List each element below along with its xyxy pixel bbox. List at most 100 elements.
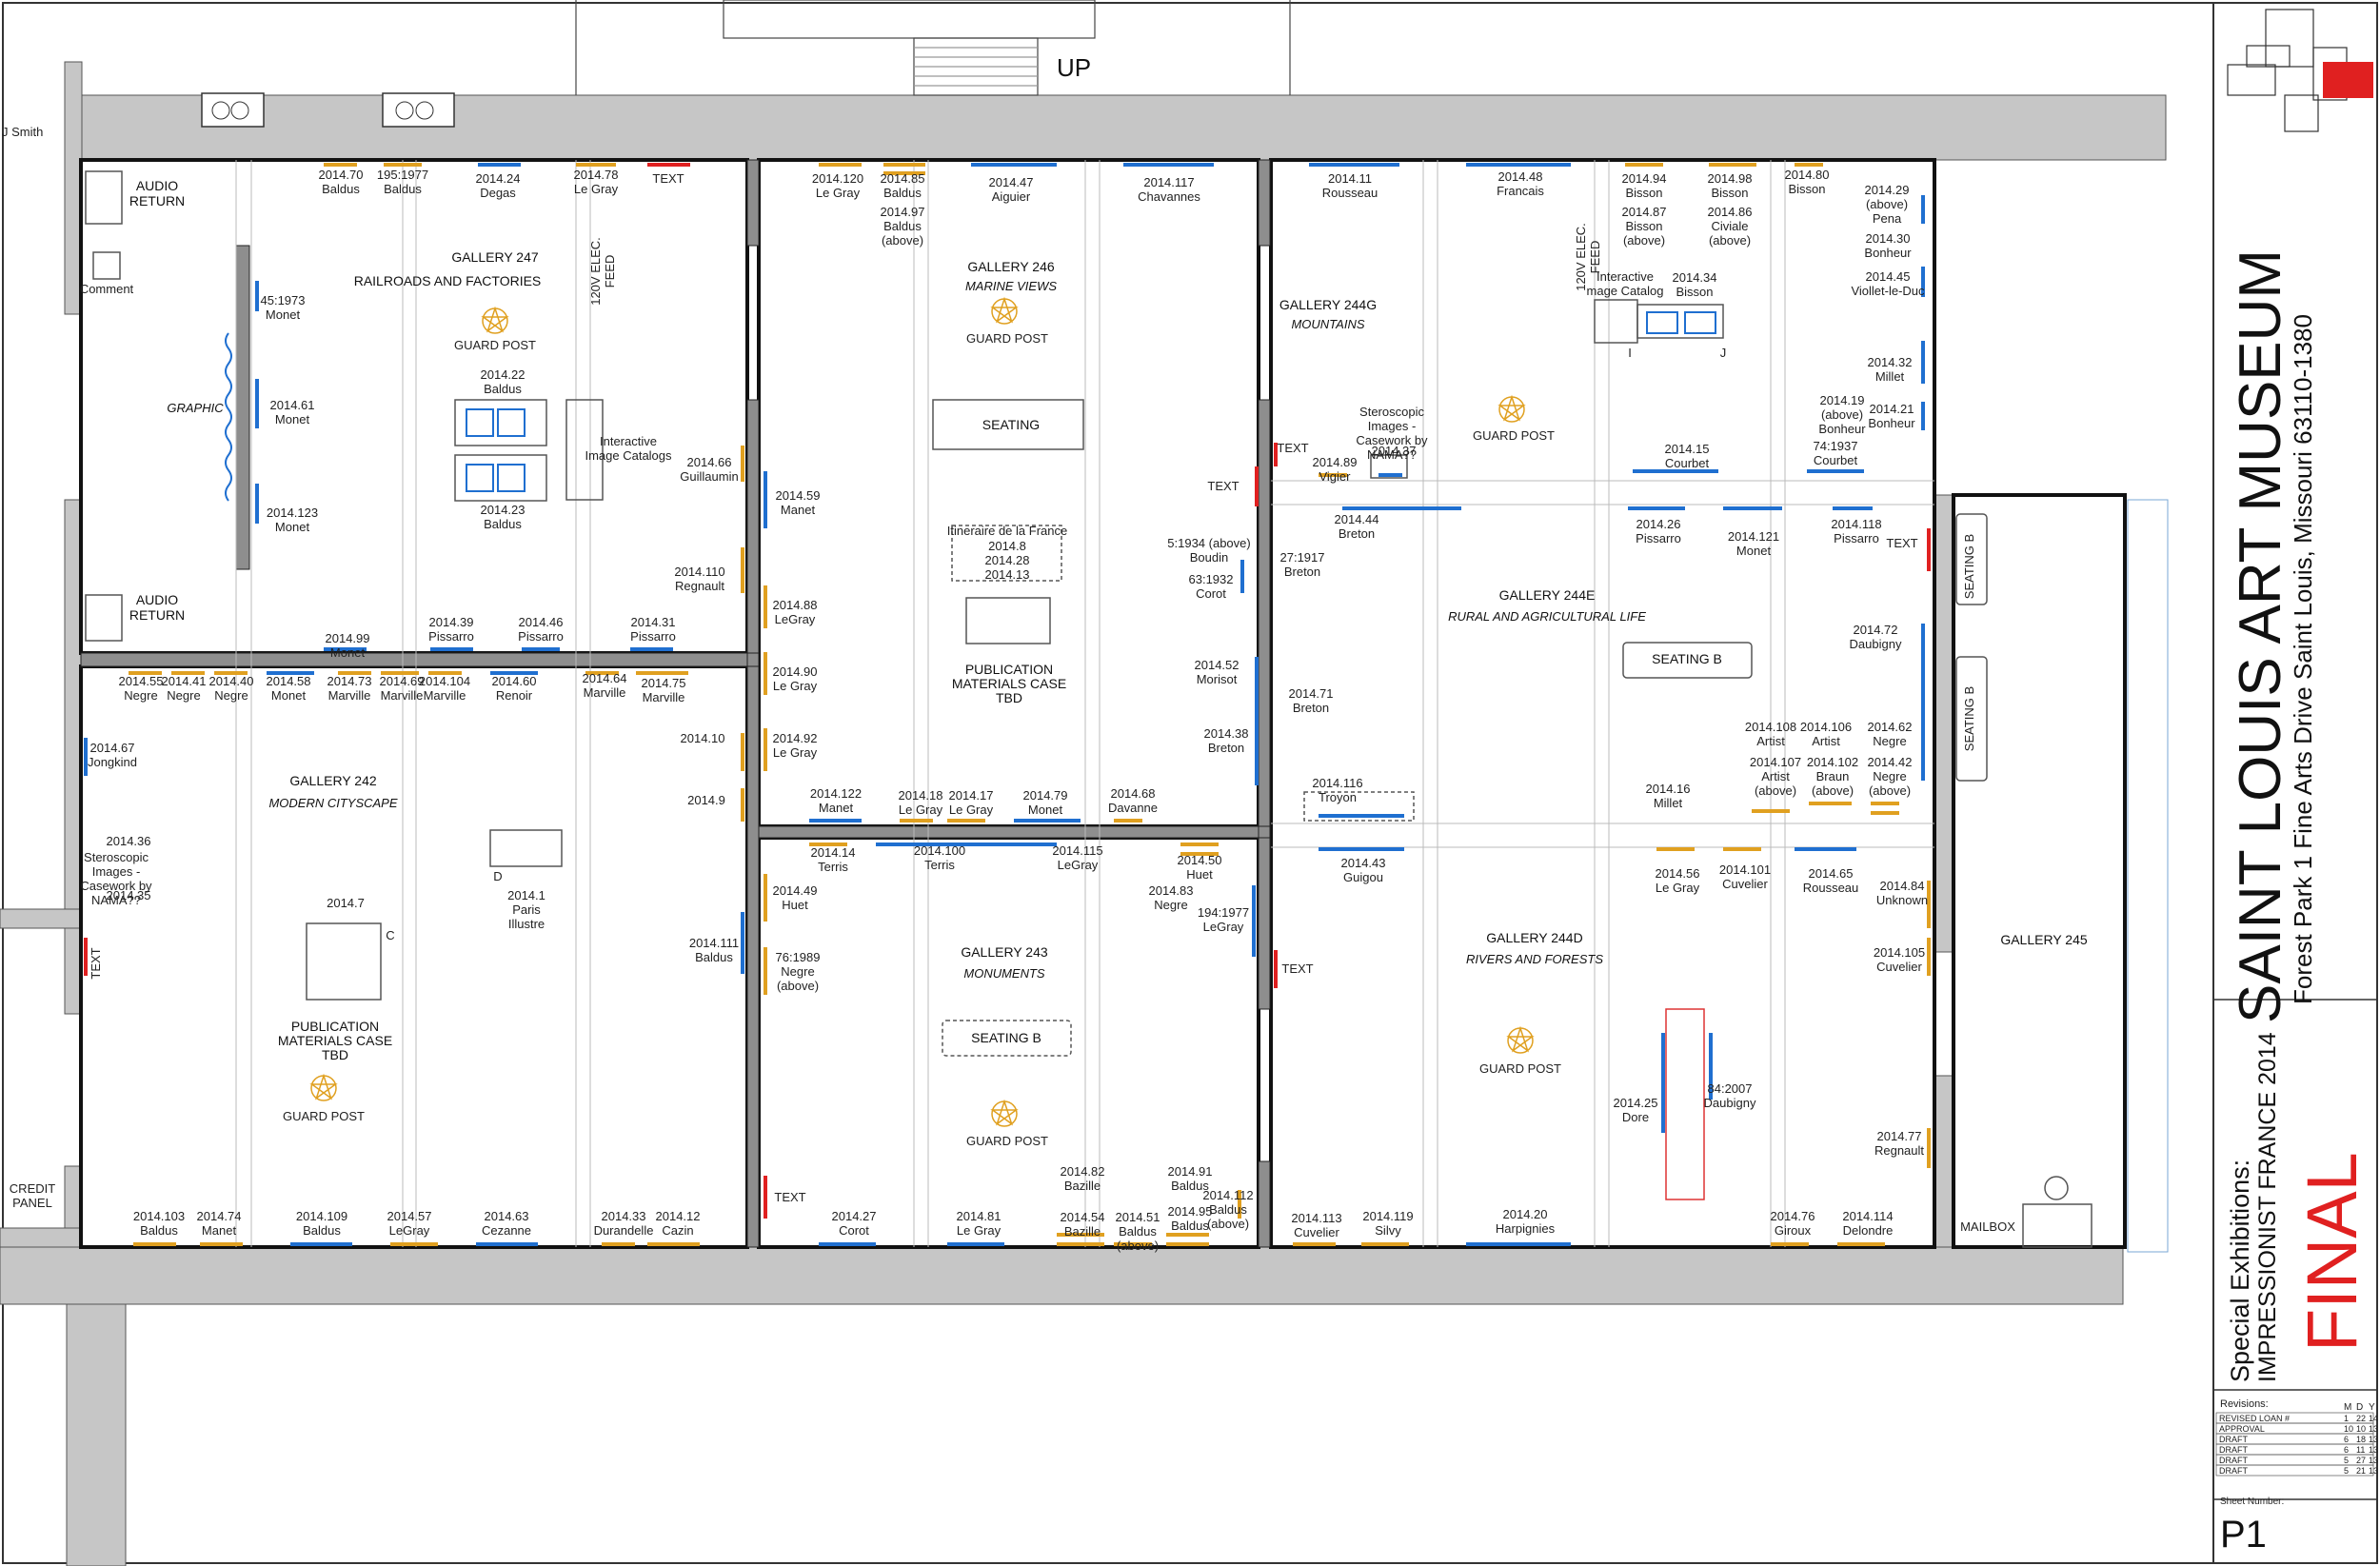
stairs-up-label: UP (1057, 53, 1091, 82)
wall-mark (1625, 163, 1663, 167)
wall-mark (1114, 1242, 1152, 1246)
elec-feed-label: 120V ELEC.FEED (588, 237, 617, 306)
wall-mark (1628, 506, 1685, 510)
wall-mark (428, 671, 462, 675)
guard-post-label: GUARD POST (966, 1134, 1048, 1148)
audio-return-label: AUDIO (136, 178, 178, 193)
title-block: SAINT LOUIS ART MUSEUM Forest Park 1 Fin… (2213, 9, 2378, 1556)
guard-post-icon (990, 296, 1019, 324)
wall-mark (255, 379, 259, 428)
wall-mark (1255, 657, 1259, 752)
wall-mark (1180, 852, 1219, 856)
wall-mark (764, 728, 767, 771)
exhibit-line-1: Special Exhibitions: (2226, 1160, 2254, 1382)
wall-mark (1921, 267, 1925, 297)
wall-mark (476, 1242, 538, 1246)
wall-mark (1921, 402, 1925, 430)
revision-row (2215, 1464, 2374, 1477)
wall-mark (1166, 1233, 1209, 1237)
wall-mark (1293, 1242, 1336, 1246)
gallery-subtitle: MOUNTAINS (1291, 317, 1364, 331)
guard-post-label: GUARD POST (283, 1109, 365, 1123)
wall-mark (1927, 938, 1931, 976)
revision-cell: 11 (2356, 1445, 2365, 1455)
seating-label: SEATING (982, 417, 1040, 432)
seating-b-label: SEATING B (1962, 686, 1976, 751)
key-plan-highlight (2323, 62, 2373, 98)
wall-mark (602, 1242, 635, 1246)
wall-mark (490, 671, 538, 675)
wall-mark (133, 1242, 176, 1246)
wall-mark (1274, 950, 1278, 988)
wall-mark (1656, 847, 1695, 851)
text-label: TEXT (1886, 536, 1917, 550)
gallery-name: GALLERY 244D (1486, 930, 1582, 945)
itineraire-id: 2014.28 (985, 553, 1030, 567)
wall-mark (947, 819, 985, 823)
revision-cell: 13 (2369, 1435, 2378, 1444)
wall-mark (1927, 1128, 1931, 1168)
gallery-subtitle: RAILROADS AND FACTORIES (354, 273, 542, 288)
revision-cell: 13 (2369, 1456, 2378, 1465)
display-case (466, 464, 494, 492)
guard-post-label: GUARD POST (1479, 1061, 1561, 1076)
wall-mark (876, 842, 1057, 846)
wall-mark (1361, 1242, 1409, 1246)
revision-cell: 13 (2369, 1466, 2378, 1476)
wall-mark (1240, 560, 1244, 593)
wall-mark (1114, 819, 1142, 823)
wall-mark (384, 163, 422, 167)
revision-cell: 10 (2356, 1424, 2366, 1434)
text-label: TEXT (89, 947, 103, 979)
museum-address: Forest Park 1 Fine Arts Drive Saint Loui… (2289, 314, 2317, 1004)
artwork-marks (84, 163, 1931, 1246)
itineraire-id: 2014.13 (985, 567, 1030, 582)
seating-b-label: SEATING B (971, 1030, 1041, 1045)
wall-mark (1252, 885, 1256, 957)
wall-mark (1309, 163, 1399, 167)
wall-mark (267, 671, 314, 675)
guard-post-icon (481, 306, 509, 333)
